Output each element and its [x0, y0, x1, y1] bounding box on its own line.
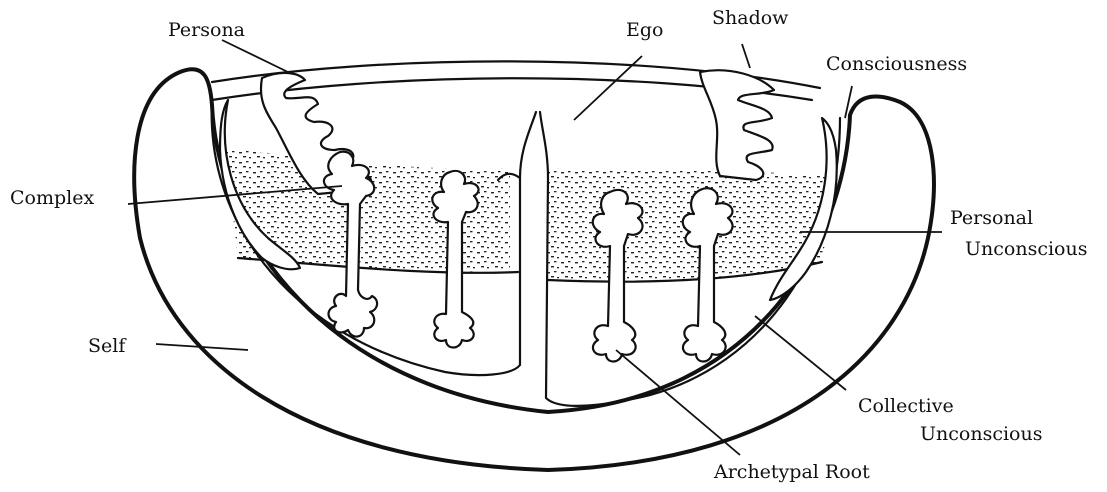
ego-leader [574, 56, 642, 120]
shadow-leader [742, 44, 750, 68]
label-self: Self [88, 335, 127, 357]
label-shadow: Shadow [712, 7, 789, 29]
label-complex: Complex [10, 187, 94, 209]
label-consciousness: Consciousness [826, 53, 967, 75]
persona-leader [222, 40, 292, 74]
self-outer-shell [134, 69, 934, 470]
collective-unconscious-leader [755, 316, 846, 390]
label-ego: Ego [626, 19, 663, 41]
label-archetypal-root: Archetypal Root [713, 461, 870, 483]
label-collective-unconscious-1: Collective [858, 395, 954, 417]
label-personal-unconscious-1: Personal [950, 207, 1033, 229]
label-collective-unconscious-2: Unconscious [920, 423, 1042, 445]
label-persona: Persona [168, 19, 245, 41]
archetypal-root-leader [616, 350, 740, 455]
label-personal-unconscious-2: Unconscious [965, 238, 1087, 260]
shadow-shape [700, 70, 774, 180]
